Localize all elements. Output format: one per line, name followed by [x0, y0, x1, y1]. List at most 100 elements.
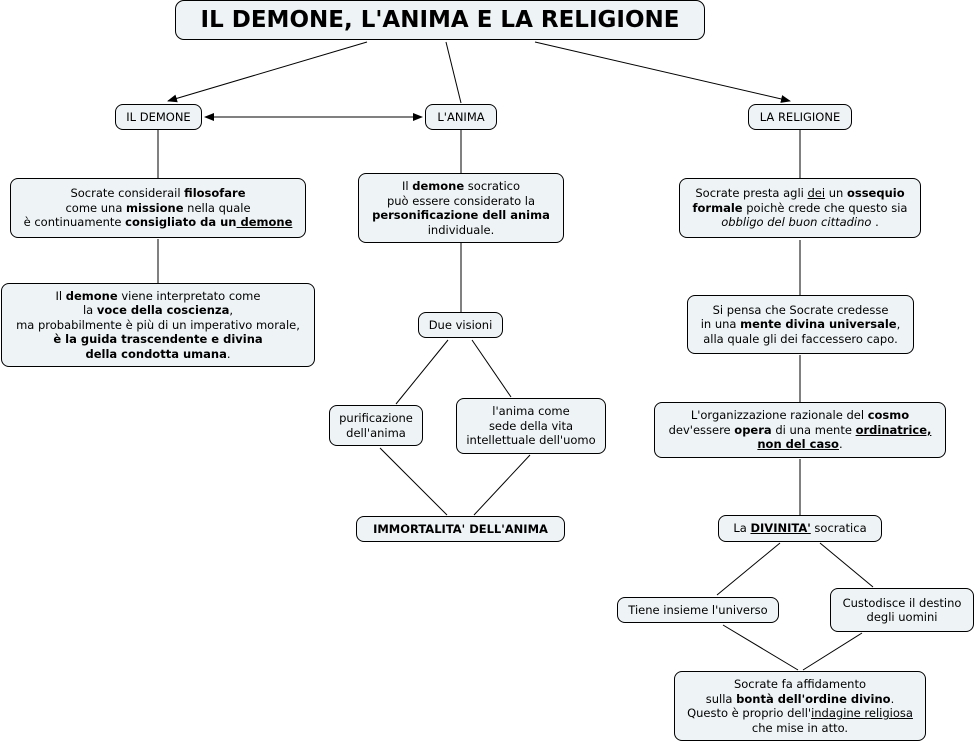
node-text-line: Il demone viene interpretato come [56, 289, 261, 304]
text-segment: della condotta umana [85, 346, 227, 361]
node-text-line: è la guida trascendente e divina [53, 332, 262, 347]
node-text-line: è continuamente consigliato da un demone [24, 215, 293, 230]
text-segment: come una [65, 200, 127, 215]
node-text-line: sulla bontà dell'ordine divino. [706, 692, 894, 707]
text-segment: missione [126, 200, 184, 215]
text-segment: demone [412, 179, 465, 193]
text-segment: dev'essere [668, 422, 735, 437]
node-text-line: dev'essere opera di una mente ordinatric… [669, 423, 932, 438]
text-segment: indagine religiosa [811, 706, 913, 720]
text-segment: la [82, 303, 97, 318]
text-segment: Socrate fa affidamento [733, 677, 867, 691]
text-segment: demone [236, 215, 293, 230]
text-segment: demone [65, 288, 118, 303]
text-segment: è continuamente [23, 215, 126, 230]
text-segment: sede della vita [488, 418, 574, 433]
text-segment: Due visioni [428, 317, 493, 332]
text-segment: . [226, 346, 231, 361]
node-text-line: della condotta umana. [85, 347, 230, 362]
node-religione[interactable]: LA RELIGIONE [748, 104, 852, 130]
node-text-line: che mise in atto. [752, 721, 848, 736]
text-segment: . [871, 215, 879, 230]
text-segment: alla quale gli dei faccessero capo. [703, 331, 898, 346]
text-segment: DIVINITA' [750, 521, 811, 536]
text-segment: personificazione dell anima [372, 208, 550, 222]
title-node[interactable]: IL DEMONE, L'ANIMA E LA RELIGIONE [175, 0, 705, 40]
node-due-visioni[interactable]: Due visioni [418, 312, 503, 338]
node-text-line: formale poichè crede che questo sia [693, 201, 908, 216]
node-text-line: Il demone socratico [402, 179, 520, 194]
node-text-line: L'organizzazione razionale del cosmo [691, 408, 909, 423]
node-text-line: Tiene insieme l'universo [628, 603, 767, 618]
node-text-line: Socrate considerail filosofare [70, 186, 245, 201]
text-segment: cosmo [867, 408, 910, 423]
text-segment: L'organizzazione razionale del [690, 408, 868, 423]
node-text-line: come una missione nella quale [65, 201, 250, 216]
text-segment: poichè crede che questo sia [742, 200, 908, 215]
text-segment: dell'anima [346, 425, 406, 440]
node-text-line: Socrate fa affidamento [734, 677, 866, 692]
node-text-line: individuale. [428, 223, 495, 238]
node-immortalita[interactable]: IMMORTALITA' DELL'ANIMA [356, 516, 565, 542]
text-segment: voce della coscienza [96, 303, 230, 318]
node-text-line: purificazione [339, 411, 413, 426]
text-segment: socratico [464, 179, 520, 193]
node-text-line: intellettuale dell'uomo [466, 433, 595, 448]
text-segment: individuale. [427, 222, 495, 237]
text-segment: formale [692, 200, 743, 215]
text-segment: Socrate considerail [70, 186, 185, 201]
node-text-line: Socrate presta agli dei un ossequio [695, 186, 904, 201]
link-div-left [716, 542, 781, 596]
text-segment: ma probabilmente è più di un imperativo … [16, 317, 300, 332]
link-cust-socr [802, 632, 863, 671]
link-visioni-left [395, 339, 449, 405]
node-text-line: Custodisce il destino [843, 596, 962, 611]
node-text-line: in una mente divina universale, [701, 317, 901, 332]
node-il-demone[interactable]: IL DEMONE [115, 104, 202, 130]
text-segment: ordinatrice, [855, 422, 932, 437]
text-segment: ossequio [846, 186, 905, 201]
text-segment: consigliato da un [125, 215, 237, 230]
text-segment: IMMORTALITA' DELL'ANIMA [373, 521, 548, 536]
text-segment: Tiene insieme l'universo [628, 602, 768, 617]
text-segment: nella quale [183, 200, 251, 215]
text-segment: , [896, 317, 901, 332]
text-segment: , [229, 303, 234, 318]
text-segment: sulla [705, 691, 737, 706]
node-text-line: La DIVINITA' socratica [733, 521, 866, 536]
node-tiene-universo[interactable]: Tiene insieme l'universo [617, 597, 779, 623]
link-visioni-right [471, 339, 512, 398]
text-segment: Questo è proprio dell' [687, 706, 812, 720]
text-segment: Il [55, 288, 66, 303]
link-purif-imm [379, 447, 448, 516]
text-segment: non del caso [757, 437, 839, 452]
link-tiene-socr [722, 624, 799, 671]
text-segment: mente divina universale [740, 317, 897, 332]
text-segment: socratica [810, 521, 867, 536]
text-segment: può essere considerato la [386, 193, 536, 208]
text-segment: l'anima come [492, 404, 570, 419]
text-segment: che mise in atto. [751, 720, 849, 735]
text-segment: La [733, 521, 751, 536]
text-segment: in una [700, 317, 741, 332]
node-divinita[interactable]: La DIVINITA' socratica [718, 515, 882, 542]
node-text-line: dell'anima [346, 426, 406, 441]
text-segment: . [838, 437, 843, 452]
text-segment: Il [402, 179, 413, 193]
text-segment: Socrate presta agli [695, 186, 808, 201]
node-anima[interactable]: L'ANIMA [425, 104, 497, 130]
text-segment: Si pensa che Socrate credesse [712, 302, 889, 317]
text-segment: di una mente [771, 422, 856, 437]
node-text-line: IMMORTALITA' DELL'ANIMA [373, 522, 548, 537]
